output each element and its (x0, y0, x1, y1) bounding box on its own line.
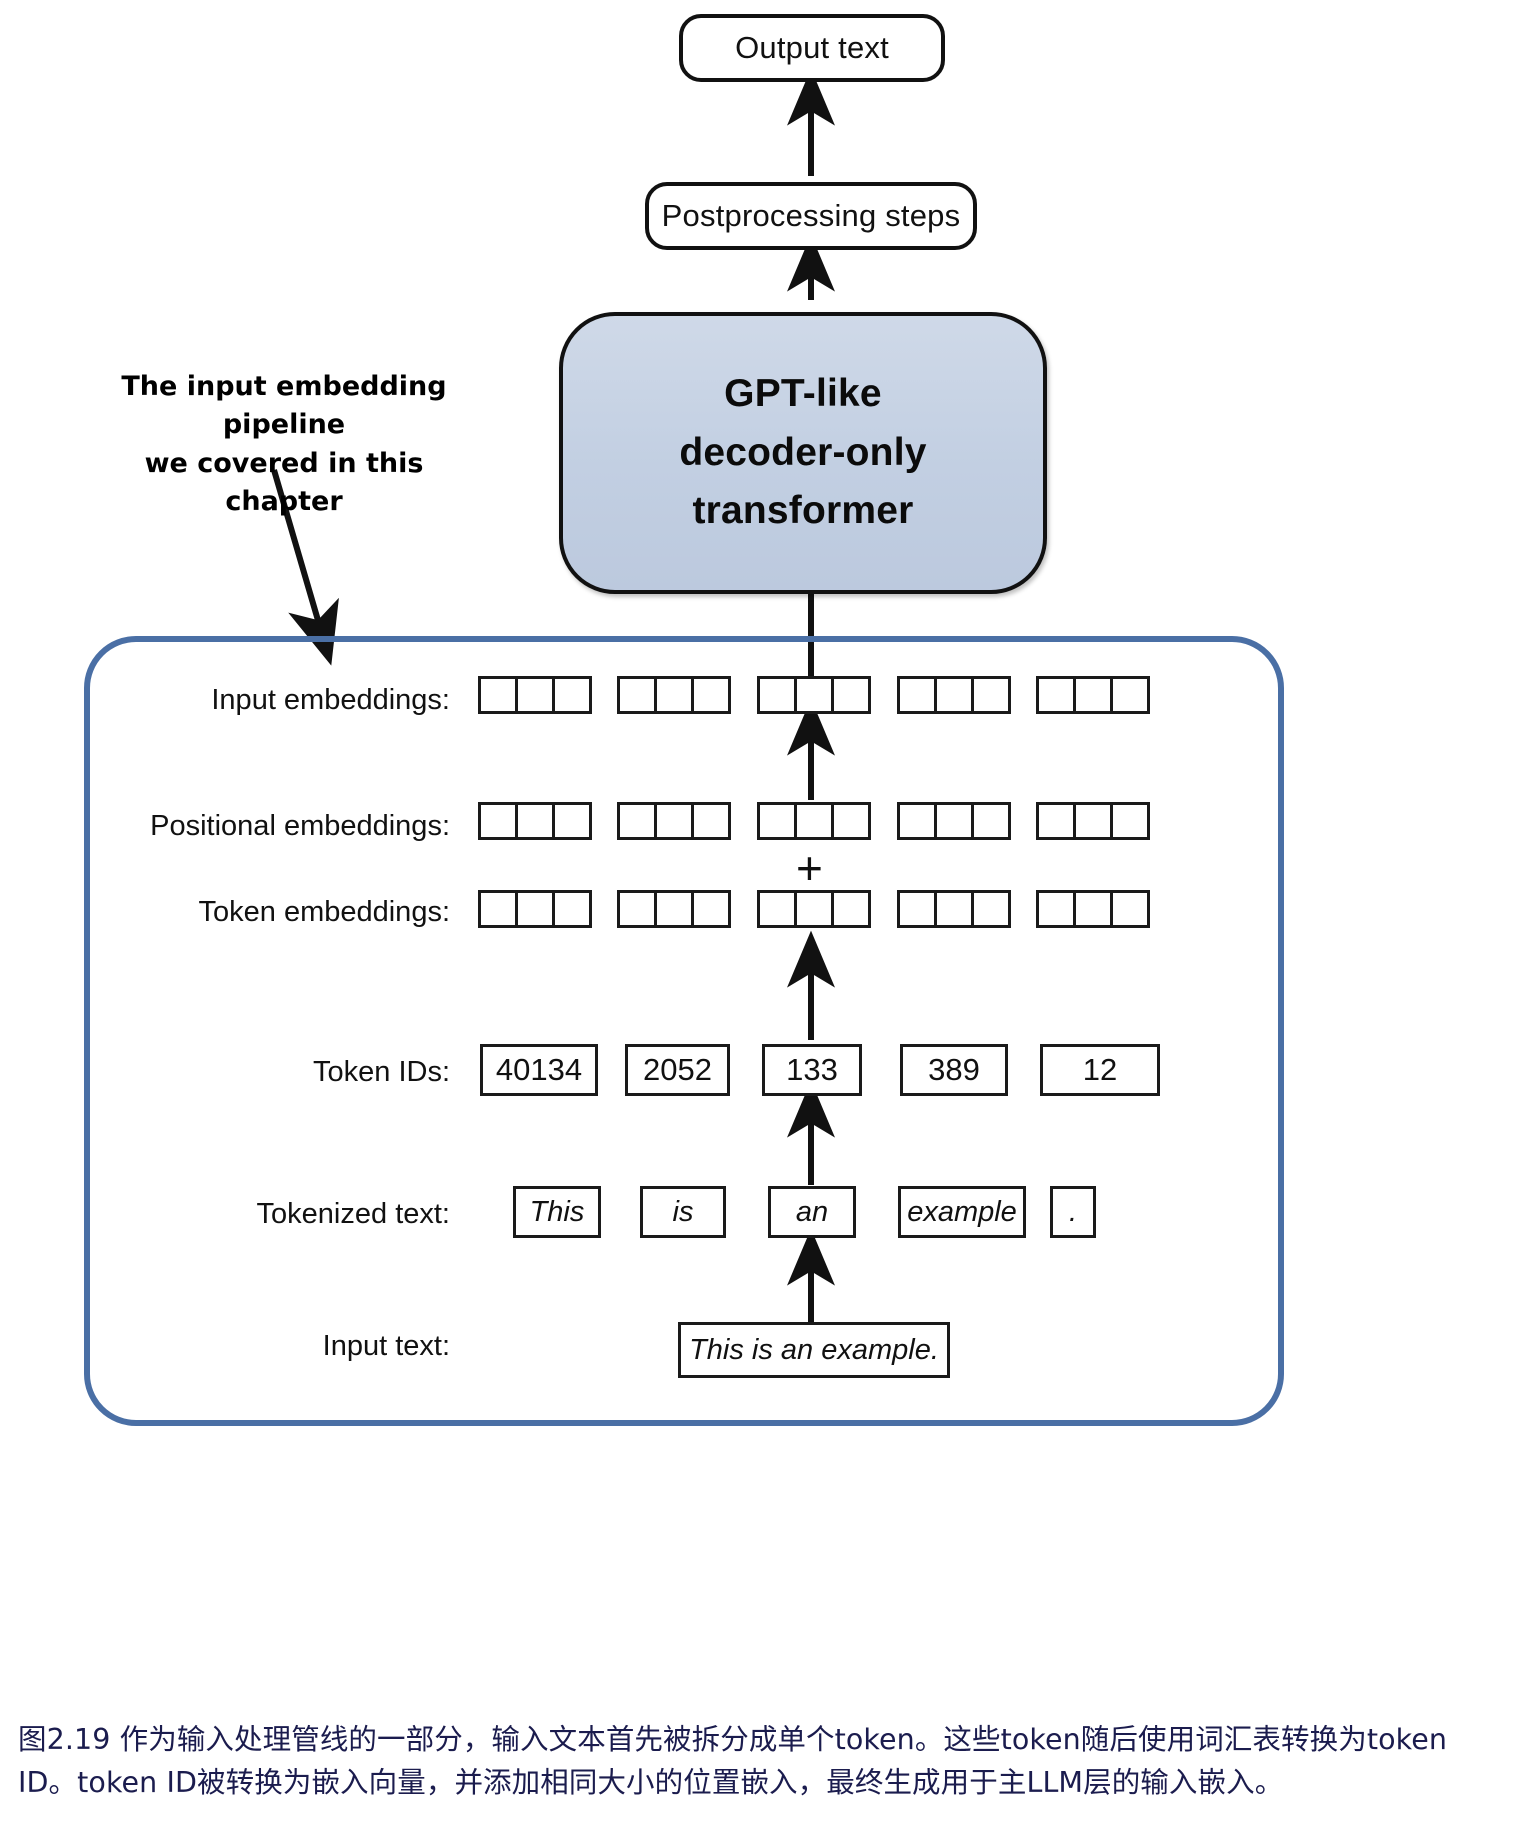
token-embedding-cell (515, 890, 555, 928)
token-embedding-cell (934, 890, 974, 928)
token-embedding-cell (478, 890, 518, 928)
annotation-line-1: The input embedding pipeline (121, 371, 447, 441)
token-box: example (898, 1186, 1026, 1238)
token-box: an (768, 1186, 856, 1238)
token-embedding-cell (691, 890, 731, 928)
positional-embedding-cell (691, 802, 731, 840)
token-embedding-cell (971, 890, 1011, 928)
positional-embedding-cell (552, 802, 592, 840)
positional-embedding-cell (1073, 802, 1113, 840)
model-label-line1: GPT-like (724, 372, 882, 416)
token-embedding-cell (1073, 890, 1113, 928)
model-label-line2: decoder-only (679, 430, 927, 474)
input-text-box: This is an example. (678, 1322, 950, 1378)
plus-operator: + (796, 842, 823, 894)
model-label-line3: transformer (692, 489, 914, 533)
token-embedding-cell (654, 890, 694, 928)
input-embedding-cell (934, 676, 974, 714)
input-embedding-cell (654, 676, 694, 714)
positional-embedding-cell (478, 802, 518, 840)
input-embedding-cell (552, 676, 592, 714)
token-embedding-group (757, 890, 871, 928)
input-embedding-cell (1036, 676, 1076, 714)
token-id-box: 40134 (480, 1044, 598, 1096)
positional-embedding-cell (1036, 802, 1076, 840)
token-embedding-cell (1110, 890, 1150, 928)
positional-embedding-group (478, 802, 592, 840)
figure-caption: 图2.19 作为输入处理管线的一部分，输入文本首先被拆分成单个token。这些t… (18, 1723, 1448, 1800)
positional-embedding-cell (971, 802, 1011, 840)
token-embedding-group (617, 890, 731, 928)
positional-embedding-cell (897, 802, 937, 840)
positional-embedding-cell (515, 802, 555, 840)
token-embedding-group (897, 890, 1011, 928)
token-embedding-cell (897, 890, 937, 928)
token-embedding-cell (757, 890, 797, 928)
row-label-positional-embeddings: Positional embeddings: (150, 810, 450, 842)
positional-embedding-cell (831, 802, 871, 840)
input-embedding-group (1036, 676, 1150, 714)
output-text-box: Output text (679, 14, 945, 82)
input-embedding-group (478, 676, 592, 714)
token-embedding-group (478, 890, 592, 928)
token-embedding-cell (831, 890, 871, 928)
output-text-label: Output text (735, 30, 889, 65)
token-id-box: 389 (900, 1044, 1008, 1096)
token-embedding-cell (617, 890, 657, 928)
token-id-box: 12 (1040, 1044, 1160, 1096)
token-box: . (1050, 1186, 1096, 1238)
input-embedding-cell (478, 676, 518, 714)
positional-embedding-cell (617, 802, 657, 840)
row-label-input-embeddings: Input embeddings: (211, 684, 450, 716)
positional-embedding-cell (654, 802, 694, 840)
token-box: This (513, 1186, 601, 1238)
positional-embedding-cell (934, 802, 974, 840)
token-embedding-group (1036, 890, 1150, 928)
input-embedding-cell (1073, 676, 1113, 714)
positional-embedding-group (897, 802, 1011, 840)
input-embedding-cell (897, 676, 937, 714)
token-id-box: 133 (762, 1044, 862, 1096)
positional-embedding-cell (794, 802, 834, 840)
positional-embedding-cell (1110, 802, 1150, 840)
input-embedding-group (757, 676, 871, 714)
token-embedding-cell (794, 890, 834, 928)
positional-embedding-group (1036, 802, 1150, 840)
input-embedding-cell (794, 676, 834, 714)
input-embedding-cell (1110, 676, 1150, 714)
input-embedding-cell (691, 676, 731, 714)
input-embedding-cell (831, 676, 871, 714)
token-embedding-cell (1036, 890, 1076, 928)
row-label-tokenized-text: Tokenized text: (256, 1198, 450, 1230)
row-label-token-embeddings: Token embeddings: (198, 896, 451, 928)
row-label-token-ids: Token IDs: (313, 1056, 450, 1088)
annotation-line-2: we covered in this chapter (144, 447, 424, 517)
input-embedding-cell (515, 676, 555, 714)
input-embedding-group (617, 676, 731, 714)
token-id-box: 2052 (625, 1044, 730, 1096)
input-embedding-cell (971, 676, 1011, 714)
postprocessing-steps-box: Postprocessing steps (645, 182, 977, 250)
input-embedding-cell (617, 676, 657, 714)
input-embedding-group (897, 676, 1011, 714)
pipeline-annotation: The input embedding pipeline we covered … (84, 368, 484, 521)
token-box: is (640, 1186, 726, 1238)
postprocessing-label: Postprocessing steps (661, 198, 961, 233)
token-embedding-cell (552, 890, 592, 928)
gpt-decoder-transformer-box: GPT-like decoder-only transformer (559, 312, 1047, 594)
positional-embedding-cell (757, 802, 797, 840)
positional-embedding-group (617, 802, 731, 840)
positional-embedding-group (757, 802, 871, 840)
row-label-input-text: Input text: (322, 1330, 450, 1362)
input-embedding-cell (757, 676, 797, 714)
input-embedding-pipeline-container (84, 636, 1284, 1426)
